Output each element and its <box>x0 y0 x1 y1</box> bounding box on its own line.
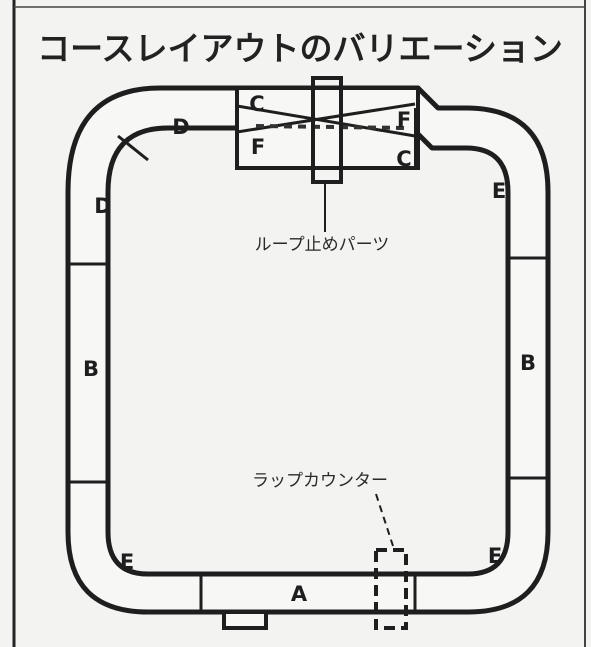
label-c-bottom: C <box>396 147 411 171</box>
loop-right-edge <box>414 108 419 166</box>
track-outline <box>65 85 551 615</box>
track-joints <box>69 134 547 611</box>
label-e-bottom-left: E <box>120 550 134 574</box>
label-e-bottom-right: E <box>488 544 502 568</box>
label-c-top: C <box>249 92 264 116</box>
label-b-right: B <box>520 351 536 375</box>
loop-stopper-part <box>311 76 343 184</box>
label-d-upper: D <box>172 115 189 139</box>
joint-d-upper-d-lower <box>117 134 149 162</box>
label-e-top-right: E <box>492 179 506 203</box>
start-tab <box>222 610 268 630</box>
label-d-lower: D <box>94 194 111 218</box>
callout-lap-counter: ラップカウンター <box>252 471 388 491</box>
loop-section <box>235 86 420 170</box>
label-f-right: F <box>397 108 411 132</box>
label-f-left: F <box>251 135 265 159</box>
callout-loop-stopper: ループ止めパーツ <box>255 235 390 255</box>
loop-dashed-line <box>255 124 409 130</box>
page-title: コースレイアウトのバリエーション <box>37 29 563 68</box>
loop-diagonal-lower <box>236 102 416 134</box>
label-a: A <box>291 582 308 606</box>
label-b-left: B <box>83 357 99 381</box>
lap-counter-part <box>374 548 408 630</box>
loop-diagonal-upper <box>236 104 416 138</box>
lap-counter-leader <box>375 493 394 547</box>
